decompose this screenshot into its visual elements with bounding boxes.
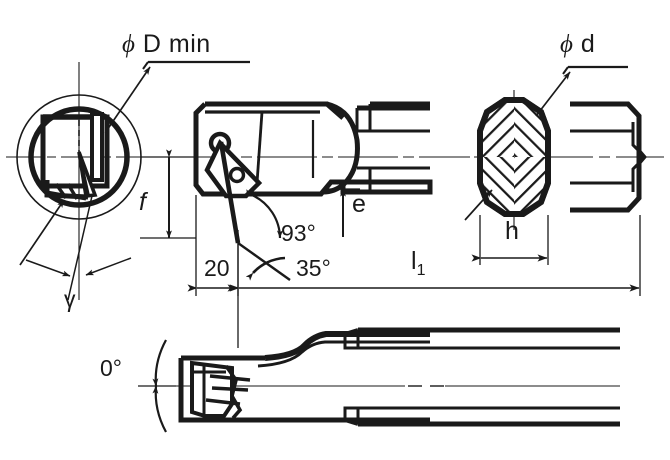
phi-symbol-shank: ϕ [560, 31, 574, 58]
label-angle-35: 35° [296, 255, 331, 281]
label-dimension-f: f [139, 188, 146, 216]
front-end-view [16, 60, 250, 301]
section-view [464, 65, 628, 265]
shank-end-view [570, 101, 647, 213]
label-dmin-text: D min [142, 30, 211, 58]
label-d-text: d [580, 30, 596, 58]
dimension-f [140, 149, 196, 239]
label-l1-sub: 1 [416, 262, 426, 279]
angle-arc-0-lower [152, 385, 167, 433]
leader-dmin-arrow [104, 66, 151, 134]
label-dimension-h: h [505, 217, 519, 245]
leader-phid-arrow [535, 71, 571, 117]
label-shank-diameter: ϕ d [560, 30, 596, 58]
angle-arc-0-upper [152, 339, 167, 387]
phi-symbol-bore: ϕ [122, 31, 136, 58]
leader-insert-arrow [19, 199, 65, 266]
label-min-bore-diameter: ϕ D min [122, 30, 211, 58]
bottom-view [138, 243, 620, 433]
label-angle-gamma: γ [64, 286, 76, 312]
label-dimension-l1: l1 [411, 249, 425, 279]
insert-leading-edge [218, 141, 241, 244]
label-l1-main: l [411, 247, 417, 275]
side-view [193, 101, 433, 281]
label-dimension-e: e [352, 190, 366, 218]
label-dimension-20: 20 [204, 255, 230, 281]
tool-body-circle [28, 106, 130, 208]
label-angle-zero: 0° [100, 355, 122, 381]
dimension-e [325, 188, 360, 237]
angle-arc-93 [243, 189, 283, 239]
shank-end-outline [570, 101, 642, 213]
angle-arc-35 [245, 256, 286, 281]
insert-cutting-edge [77, 151, 98, 198]
clamp-pivot-hole [228, 166, 246, 184]
insert-blade [90, 112, 104, 182]
bottom-head-curve [264, 331, 430, 361]
head-shoulder [322, 101, 360, 195]
label-angle-93: 93° [281, 220, 316, 246]
insert-face-line [255, 111, 264, 184]
